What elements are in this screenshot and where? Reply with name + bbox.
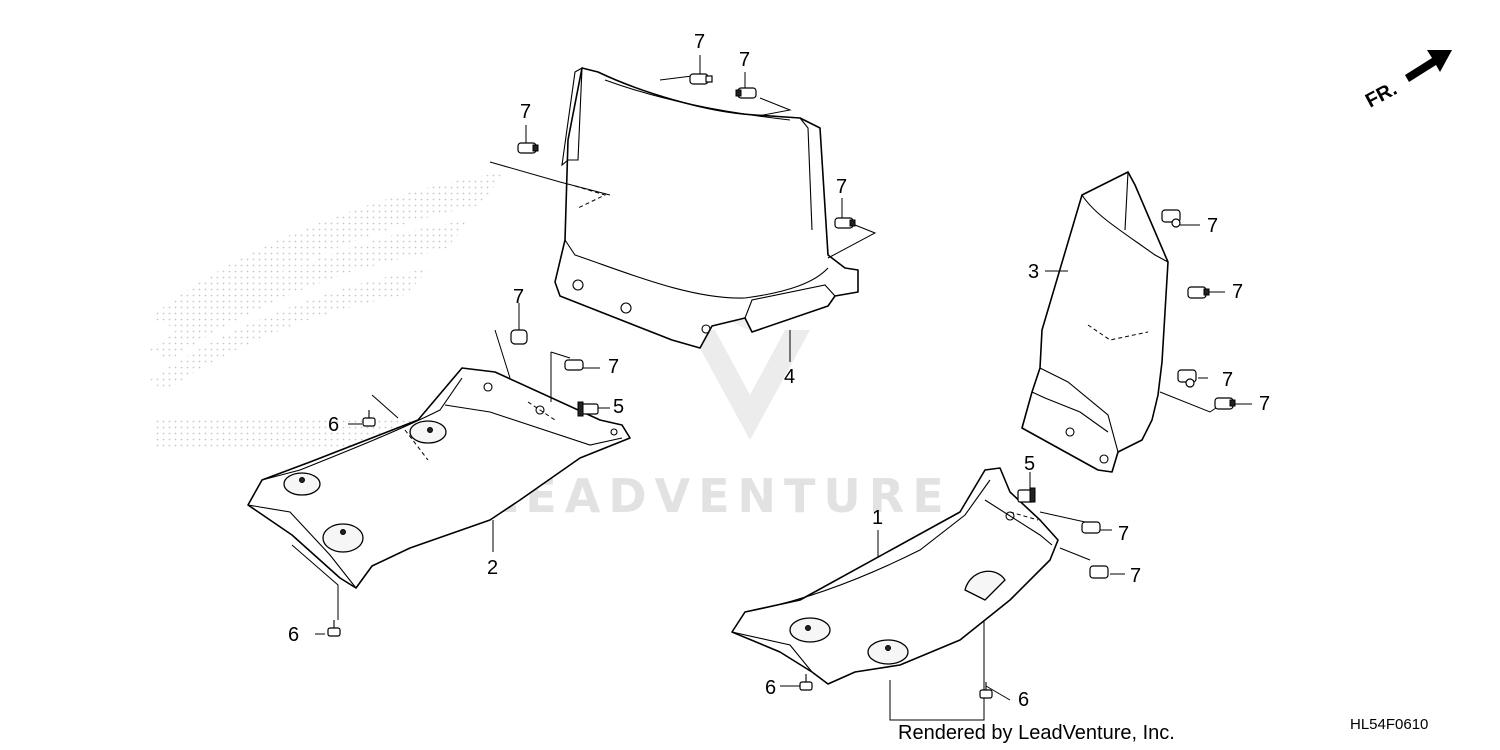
- part-3-right-side-guard: [1021, 171, 1169, 473]
- clip-icon: [735, 87, 757, 99]
- callout-clip-5-right: 5: [1024, 453, 1035, 475]
- screw-icon: [362, 410, 376, 427]
- clip-icon: [834, 217, 856, 229]
- callout-clip-7: 7: [1118, 523, 1129, 545]
- callout-clip-7: 7: [1222, 369, 1233, 391]
- callout-part-3: 3: [1028, 261, 1039, 283]
- callout-bolt-6: 6: [328, 414, 339, 436]
- leader-lines: [291, 55, 1252, 721]
- callout-clip-7: 7: [739, 49, 750, 71]
- clip-icon: [564, 359, 584, 371]
- diagram-code: HL54F0610: [1350, 716, 1428, 733]
- bolt-icon: [577, 401, 599, 417]
- screw-icon: [799, 674, 813, 691]
- clip-icon: [689, 73, 713, 85]
- callout-part-1: 1: [872, 507, 883, 529]
- callout-bolt-6: 6: [1018, 689, 1029, 711]
- bolt-fasteners: [327, 401, 1036, 699]
- clip-icon: [1081, 521, 1101, 534]
- callout-clip-7: 7: [1259, 393, 1270, 415]
- callout-clip-5-left: 5: [613, 396, 624, 418]
- footer-credit: Rendered by LeadVenture, Inc.: [898, 722, 1175, 744]
- callout-clip-7: 7: [608, 356, 619, 378]
- callout-clip-7: 7: [1207, 215, 1218, 237]
- callout-labels: 1 2 3 4 5 5 6 6 6 6 7 7 7 7 7 7 7 7 7 7 …: [288, 31, 1270, 711]
- callout-part-4: 4: [784, 366, 795, 388]
- callout-clip-7: 7: [1130, 565, 1141, 587]
- clip-icon: [1187, 286, 1210, 299]
- part-1-right-skid-plate: [731, 467, 1059, 685]
- front-direction-label: FR.: [1362, 78, 1401, 113]
- screw-icon: [327, 620, 341, 637]
- front-direction-indicator: FR.: [1362, 50, 1452, 112]
- clip-icon: [517, 142, 539, 154]
- callout-part-2: 2: [487, 557, 498, 579]
- callout-clip-7: 7: [1232, 281, 1243, 303]
- callout-clip-7: 7: [520, 101, 531, 123]
- callout-bolt-6: 6: [288, 624, 299, 646]
- callout-clip-7: 7: [694, 31, 705, 53]
- callout-bolt-6: 6: [765, 677, 776, 699]
- clip-icon: [510, 329, 528, 345]
- part-4-upper-guard: [554, 67, 859, 349]
- callout-clip-7: 7: [513, 286, 524, 308]
- clip-icon: [1161, 209, 1181, 228]
- front-arrow-icon: [1405, 50, 1452, 82]
- clip-icon: [1177, 369, 1197, 388]
- bolt-icon: [1017, 487, 1036, 503]
- leadventure-watermark: LEADVENTURE: [488, 469, 952, 523]
- screw-icon: [979, 682, 993, 699]
- clip-icon: [1214, 397, 1236, 410]
- part-2-left-skid-plate: [247, 367, 631, 589]
- callout-clip-7: 7: [836, 176, 847, 198]
- clip-fasteners: [510, 73, 1236, 579]
- clip-icon: [1089, 565, 1109, 579]
